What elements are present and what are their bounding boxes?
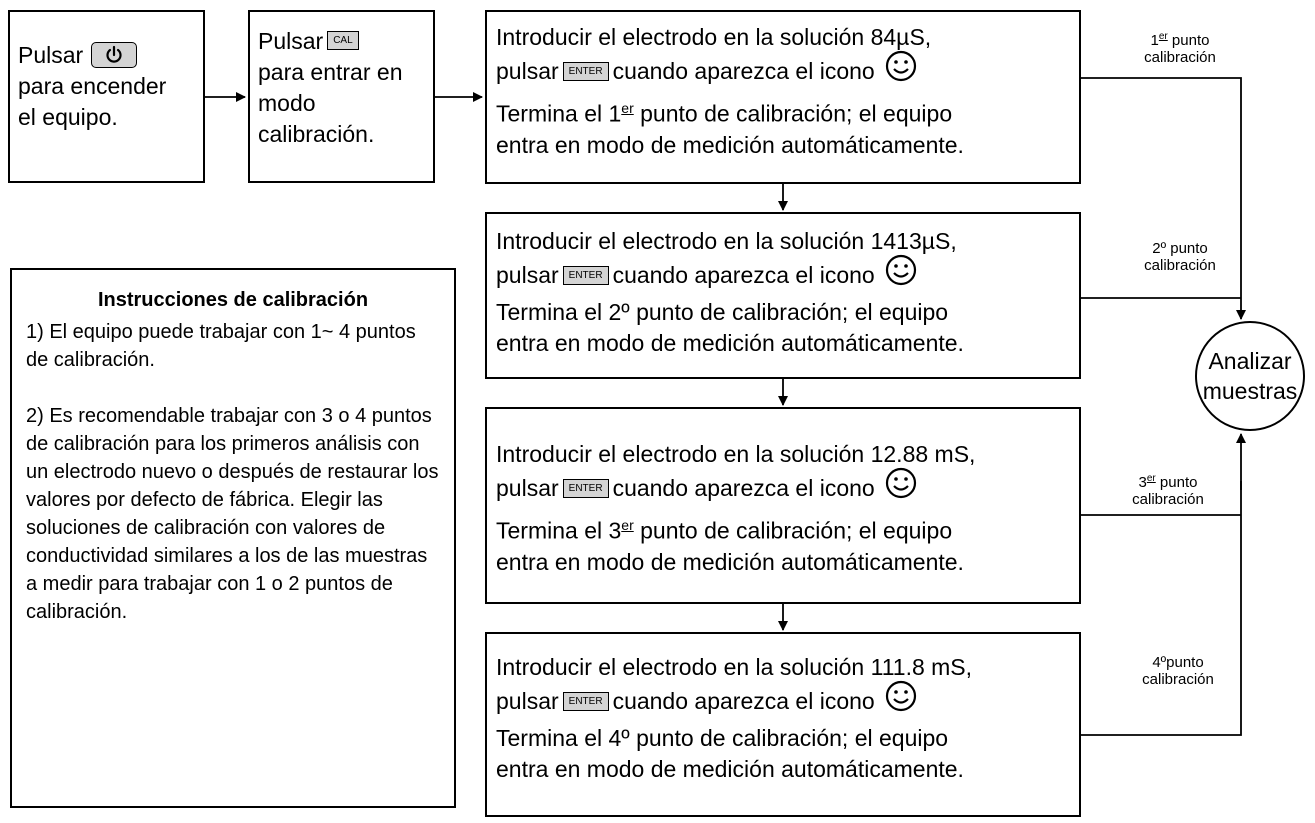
step-box-2: Introducir el electrodo en la solución 1… <box>485 212 1081 379</box>
instructions-title: Instrucciones de calibración <box>97 289 369 311</box>
box2-line1: Pulsar <box>258 28 324 54</box>
step4-line1: Introducir el electrodo en la solución 1… <box>496 654 973 680</box>
box2-line2: para entrar en <box>258 59 403 85</box>
instructions-paragraph-1: 1) El equipo puede trabajar con 1~ 4 pun… <box>26 321 416 371</box>
label1-calibracion: calibración <box>1144 49 1216 66</box>
enter-key-icon: ENTER <box>562 265 609 285</box>
box2-line4: calibración. <box>258 121 375 147</box>
label-point-4: 4ºpunto calibración <box>1118 654 1238 688</box>
step1-line3a: Termina el 1 <box>496 100 622 127</box>
step3-line4: entra en modo de medición automáticament… <box>496 548 964 575</box>
step-box-4: Introducir el electrodo en la solución 1… <box>485 632 1081 817</box>
step-box-1: Introducir el electrodo en la solución 8… <box>485 10 1081 184</box>
step3-line3-sup: er <box>621 517 634 533</box>
smiley-icon <box>885 254 917 294</box>
result-line2: muestras <box>1202 378 1298 404</box>
analyze-samples-node: Analizar muestras <box>1195 321 1305 431</box>
label4-text: 4ºpunto <box>1152 654 1204 671</box>
label3-num: 3 <box>1138 474 1147 491</box>
smiley-icon <box>885 50 917 90</box>
smiley-icon <box>885 467 917 507</box>
label3-text: punto <box>1155 474 1198 491</box>
enter-key-icon: ENTER <box>562 61 609 81</box>
box2-line3: modo <box>258 90 316 116</box>
step3-line3a: Termina el 3 <box>496 517 622 544</box>
label1-sup: er <box>1158 31 1168 42</box>
label-point-2: 2º punto calibración <box>1120 240 1240 274</box>
label1-num: 1 <box>1150 32 1159 49</box>
step4-post: cuando aparezca el icono <box>612 688 875 715</box>
smiley-icon <box>885 680 917 720</box>
step1-post: cuando aparezca el icono <box>612 58 875 85</box>
step1-pre: pulsar <box>496 58 559 85</box>
step-box-3: Introducir el electrodo en la solución 1… <box>485 407 1081 604</box>
label3-calibracion: calibración <box>1132 491 1204 508</box>
label2-calibracion: calibración <box>1144 257 1216 274</box>
step1-line3b: punto de calibración; el equipo <box>633 100 953 127</box>
step3-line3b: punto de calibración; el equipo <box>633 517 953 544</box>
enter-key-icon: ENTER <box>562 691 609 711</box>
box1-line1: Pulsar <box>18 42 84 68</box>
step4-line3: Termina el 4º punto de calibración; el e… <box>496 725 949 751</box>
box1-line3: el equipo. <box>18 104 118 130</box>
step1-line4: entra en modo de medición automáticament… <box>496 131 964 158</box>
step3-pre: pulsar <box>496 475 559 502</box>
step1-line1: Introducir el electrodo en la solución 8… <box>496 24 932 50</box>
step3-line1: Introducir el electrodo en la solución 1… <box>496 441 976 467</box>
label-point-1: 1er punto calibración <box>1120 28 1240 66</box>
label3-sup: er <box>1146 473 1156 484</box>
step2-post: cuando aparezca el icono <box>612 262 875 289</box>
enter-key-icon: ENTER <box>562 478 609 498</box>
step1-line3-sup: er <box>621 100 634 116</box>
label4-calibracion: calibración <box>1142 671 1214 688</box>
line-step4-result <box>1080 481 1242 736</box>
power-icon <box>91 41 138 68</box>
calibration-instructions-box: Instrucciones de calibración 1) El equip… <box>10 268 456 808</box>
label1-text: punto <box>1167 32 1210 49</box>
step2-line3: Termina el 2º punto de calibración; el e… <box>496 299 949 325</box>
power-on-box: Pulsar para encender el equipo. <box>8 10 205 183</box>
label2-text: 2º punto <box>1152 240 1208 257</box>
box1-line2: para encender <box>18 73 167 99</box>
line-step1-result <box>1080 77 1246 320</box>
result-line1: Analizar <box>1208 348 1292 374</box>
step4-pre: pulsar <box>496 688 559 715</box>
step2-line1: Introducir el electrodo en la solución 1… <box>496 228 957 254</box>
cal-key-icon: CAL <box>327 31 359 51</box>
step2-line4: entra en modo de medición automáticament… <box>496 330 964 356</box>
label-point-3: 3er punto calibración <box>1108 470 1228 508</box>
step4-line4: entra en modo de medición automáticament… <box>496 756 964 782</box>
step2-pre: pulsar <box>496 262 559 289</box>
instructions-paragraph-2: 2) Es recomendable trabajar con 3 o 4 pu… <box>26 405 439 623</box>
step3-post: cuando aparezca el icono <box>612 475 875 502</box>
